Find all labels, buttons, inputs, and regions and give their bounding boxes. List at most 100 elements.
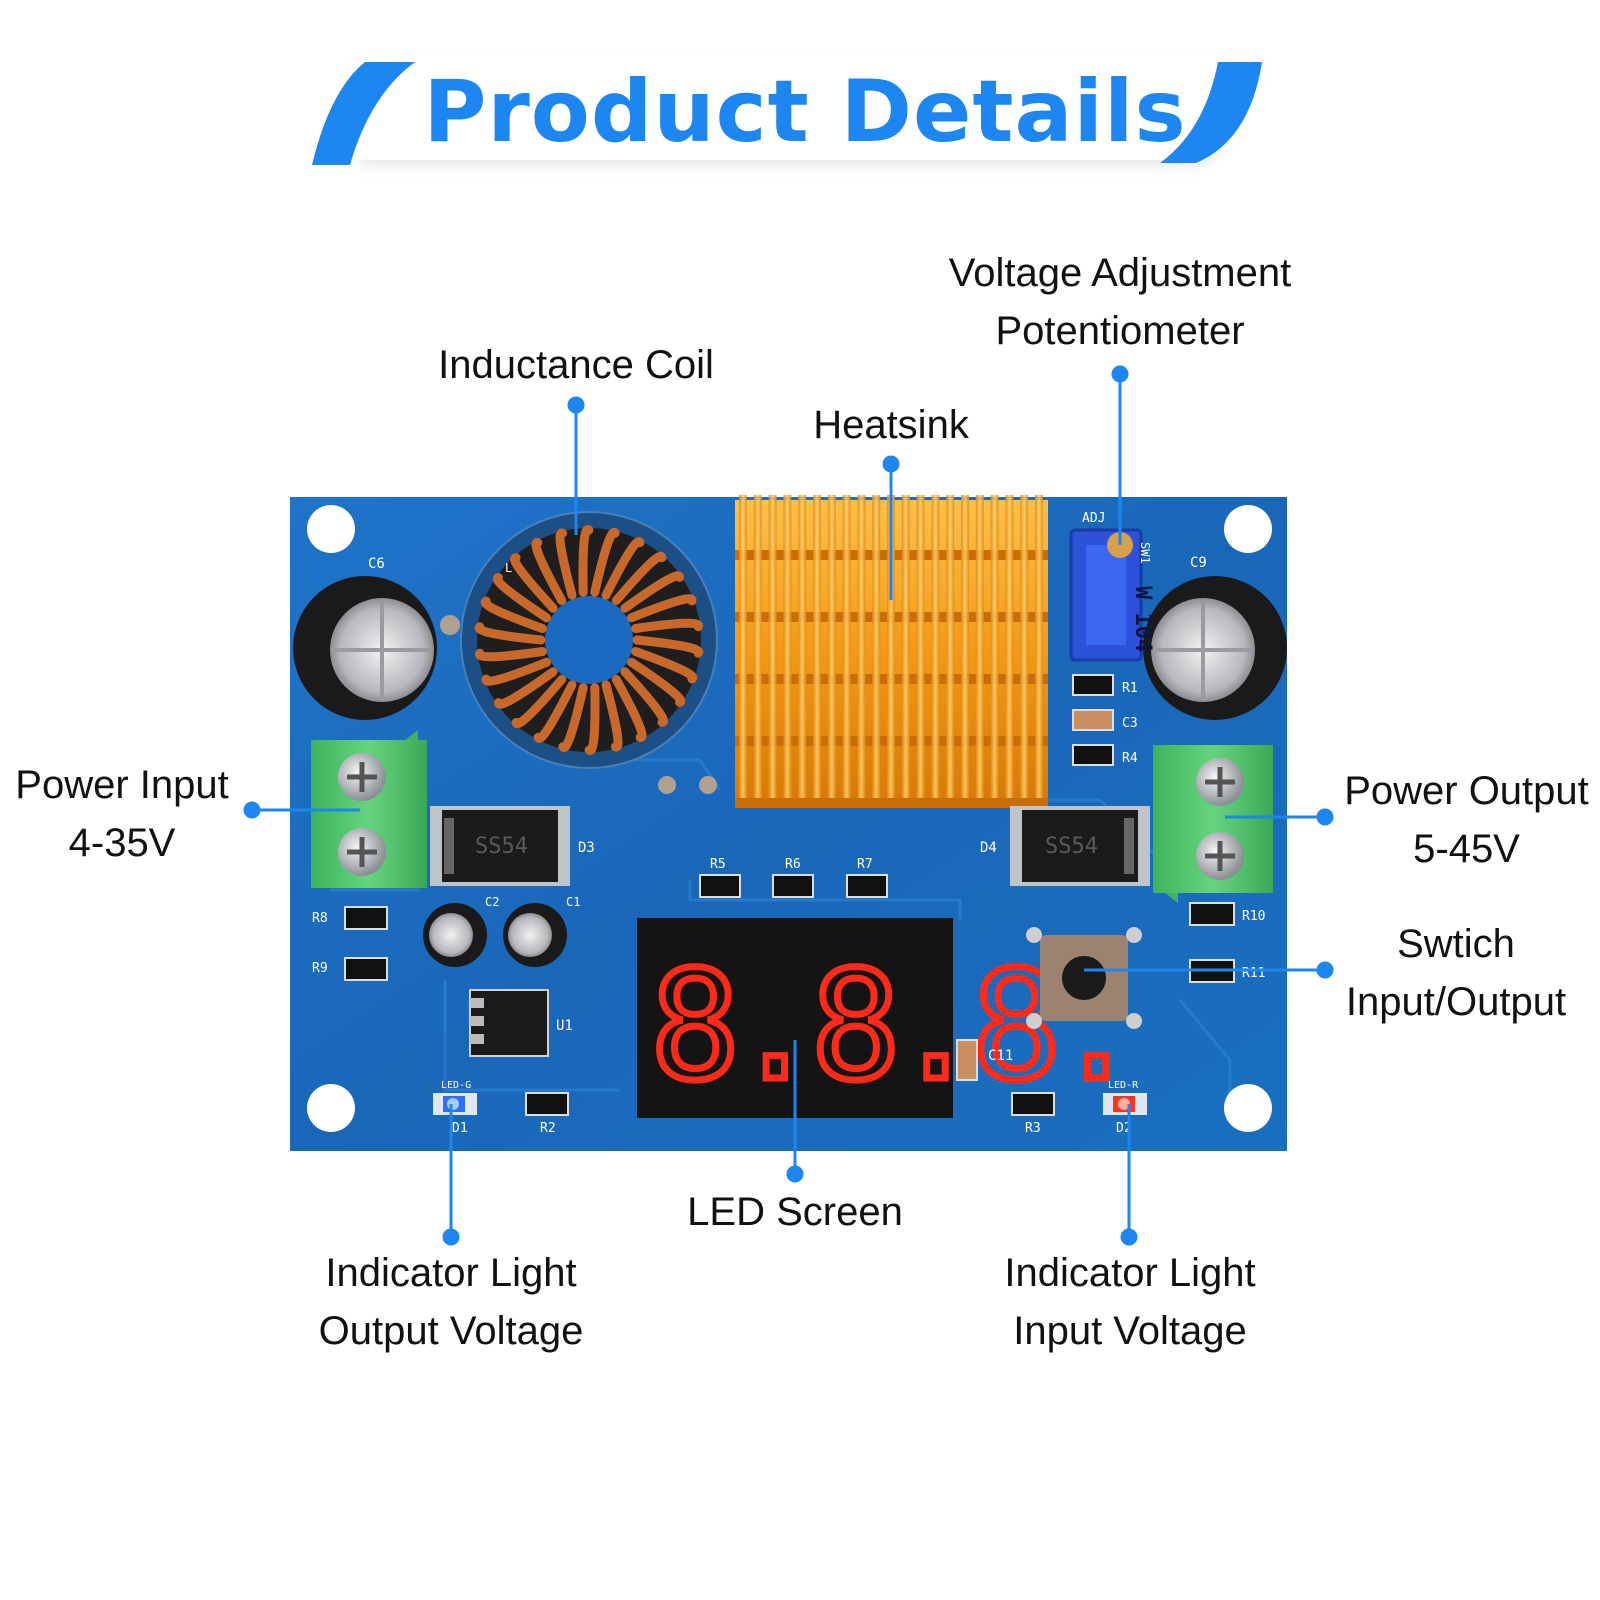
- svg-text:R1: R1: [1122, 681, 1138, 696]
- mount-hole: [307, 1084, 355, 1132]
- svg-text:R11: R11: [1242, 966, 1265, 981]
- coil-turn: [533, 680, 577, 743]
- svg-text:ADJ: ADJ: [1082, 511, 1105, 526]
- coil-turn: [627, 594, 697, 623]
- heatsink-rib: [735, 798, 1048, 808]
- svg-text:R6: R6: [785, 857, 801, 872]
- led-d1-r2: LED-G D1 R2: [433, 1080, 569, 1136]
- svg-text:C2: C2: [485, 895, 499, 909]
- coil-turn: [620, 667, 668, 727]
- svg-text:R9: R9: [312, 961, 328, 976]
- mount-hole: [307, 505, 355, 553]
- label-indicator-input: Indicator Light Input Voltage: [1004, 1251, 1256, 1353]
- page-title: Product Details: [423, 62, 1187, 162]
- svg-text:R7: R7: [857, 857, 873, 872]
- coil-turn: [578, 525, 594, 597]
- capacitors-c1-c2: C2 C1: [423, 895, 580, 967]
- coil-turn: [620, 571, 684, 613]
- coil-turn: [601, 537, 645, 600]
- diode-d3: SS54 D3: [430, 806, 595, 886]
- heatsink-fin: [1005, 495, 1014, 798]
- heatsink-fin: [961, 495, 969, 798]
- coil-turn: [601, 680, 623, 752]
- coil-turn: [631, 618, 703, 633]
- svg-text:R8: R8: [312, 911, 328, 926]
- svg-text:R10: R10: [1242, 909, 1265, 924]
- heatsink-fin: [990, 495, 999, 798]
- capacitor-c6: C6: [293, 556, 437, 720]
- heatsink-fin: [827, 495, 836, 798]
- heatsink-fin: [842, 495, 851, 798]
- output-terminal-block: [1153, 745, 1273, 903]
- svg-text:U1: U1: [556, 1018, 573, 1034]
- heatsink-fin: [798, 495, 807, 798]
- smd-r5-r6-r7: R5 R6 R7: [699, 857, 888, 898]
- smd-r10-r11: R10 R11: [1189, 902, 1265, 983]
- banner-left-swoosh: [312, 62, 415, 165]
- svg-text:D1: D1: [452, 1121, 468, 1136]
- heatsink-fin: [857, 495, 866, 798]
- smd-r1-c3-r4: R1 C3 R4: [1072, 674, 1138, 766]
- svg-text:C1: C1: [566, 895, 580, 909]
- svg-text:W 104: W 104: [1130, 586, 1155, 652]
- coil-turn: [631, 647, 698, 684]
- svg-text:L: L: [505, 561, 512, 575]
- svg-text:SS54: SS54: [475, 834, 528, 859]
- coil-turn: [511, 675, 567, 729]
- label-inductance-coil: Inductance Coil: [438, 343, 714, 387]
- heatsink-fin: [783, 495, 792, 798]
- coil-turn: [627, 657, 686, 707]
- heatsink-fin: [916, 495, 925, 798]
- label-indicator-output: Indicator Light Output Voltage: [318, 1251, 584, 1353]
- svg-text:+NI-: +NI-: [274, 784, 289, 815]
- heatsink-fin: [1035, 495, 1043, 798]
- svg-text:D3: D3: [578, 840, 595, 856]
- smd-r8-r9: R8 R9: [312, 906, 388, 981]
- svg-text:R2: R2: [540, 1121, 556, 1136]
- callout-lines: [243, 365, 1334, 1246]
- potentiometer: W 104 ADJ SW1: [1069, 511, 1155, 662]
- label-heatsink: Heatsink: [813, 403, 969, 447]
- capacitor-c9: C9: [1143, 555, 1287, 720]
- heatsink-fin: [887, 495, 895, 798]
- banner-right-swoosh: [1160, 62, 1262, 163]
- title-banner: [312, 55, 1262, 165]
- heatsink-fin: [901, 495, 910, 798]
- label-power-output: Power Output 5-45V: [1344, 769, 1589, 871]
- coil-turn: [510, 553, 558, 613]
- svg-text:SS54: SS54: [1045, 834, 1098, 859]
- heatsink-fin: [975, 495, 984, 798]
- led-d2-r3: R3 LED-R D2: [1011, 1080, 1147, 1136]
- svg-text:LED-G: LED-G: [441, 1080, 471, 1091]
- label-power-input: Power Input 4-35V: [15, 763, 229, 865]
- coil-turn: [481, 657, 551, 686]
- chip-u1: U1: [469, 989, 573, 1057]
- coil-turn: [475, 647, 547, 662]
- heatsink-fin: [768, 495, 777, 798]
- svg-text:C11: C11: [988, 1048, 1013, 1064]
- coil-turn: [494, 667, 558, 709]
- coil-turn: [590, 527, 620, 597]
- label-switch: Swtich Input/Output: [1345, 922, 1567, 1024]
- heatsink-fin: [739, 495, 747, 798]
- heatsink-fin: [1020, 495, 1029, 798]
- label-potentiometer: Voltage Adjustment Potentiometer: [948, 251, 1292, 353]
- svg-text:C9: C9: [1190, 555, 1207, 571]
- heatsink-fin: [872, 495, 881, 798]
- led-display: 8.8.8.: [637, 918, 1145, 1118]
- coil-turn: [632, 635, 704, 658]
- svg-text:R3: R3: [1025, 1121, 1041, 1136]
- coil-turn: [584, 683, 600, 755]
- svg-text:D4: D4: [980, 840, 997, 856]
- diode-d4: SS54 D4: [980, 806, 1150, 886]
- tactile-switch: [1026, 927, 1142, 1029]
- heatsink-fin: [931, 495, 940, 798]
- coil-turn: [611, 675, 647, 742]
- heatsink: [735, 495, 1048, 808]
- coil-turn: [555, 528, 577, 600]
- coil-turn: [474, 622, 546, 645]
- svg-text:R5: R5: [710, 857, 726, 872]
- coil-turn: [480, 596, 547, 633]
- mount-hole: [1224, 1084, 1272, 1132]
